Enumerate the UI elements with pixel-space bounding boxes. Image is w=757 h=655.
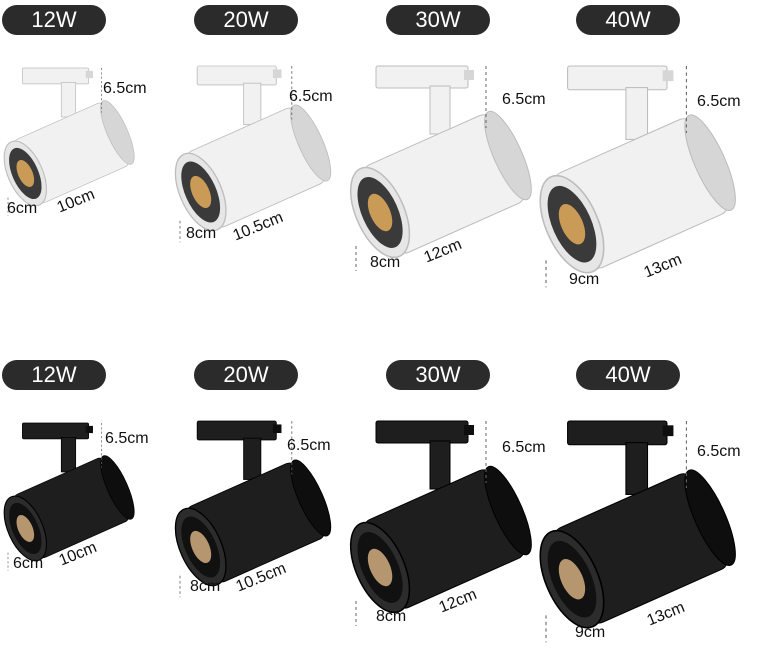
mounting-stem bbox=[243, 437, 262, 480]
wattage-badge: 40W bbox=[576, 360, 680, 390]
lamp-drawing bbox=[3, 422, 135, 571]
diameter-dimension: 8cm bbox=[370, 254, 401, 271]
track-adapter bbox=[375, 65, 469, 89]
height-dimension: 6.5cm bbox=[287, 437, 331, 454]
adapter-clip bbox=[662, 70, 674, 82]
height-dimension: 6.5cm bbox=[105, 430, 149, 447]
product-black-30w: 30W 6.5cm 8cm 12cm bbox=[349, 355, 570, 655]
adapter-clip bbox=[464, 425, 474, 435]
height-dimension: 6.5cm bbox=[697, 443, 741, 460]
track-adapter bbox=[567, 65, 668, 91]
track-light-black-20w bbox=[174, 420, 332, 598]
product-white-12w: 12W 6.5cm 6cm 10cm bbox=[0, 0, 190, 300]
lamp-drawing bbox=[3, 67, 135, 216]
wattage-badge: 20W bbox=[194, 5, 298, 35]
mounting-stem bbox=[625, 87, 649, 140]
cylinder-back bbox=[100, 455, 135, 520]
track-adapter bbox=[196, 420, 277, 441]
diameter-dimension: 8cm bbox=[376, 608, 407, 625]
track-adapter bbox=[375, 420, 469, 444]
track-light-white-12w bbox=[3, 67, 135, 216]
track-light-white-20w bbox=[174, 65, 332, 243]
diameter-dimension: 9cm bbox=[569, 271, 600, 288]
track-light-white-40w bbox=[539, 65, 736, 288]
diameter-dimension: 9cm bbox=[575, 624, 606, 641]
height-dimension: 6.5cm bbox=[103, 80, 147, 97]
cylinder-back bbox=[484, 110, 532, 201]
mounting-stem bbox=[429, 85, 451, 135]
lamp-cylinder bbox=[349, 110, 532, 259]
cylinder-back bbox=[684, 114, 736, 211]
lamp-drawing bbox=[174, 65, 332, 243]
lamp-drawing bbox=[174, 420, 332, 598]
wattage-badge: 12W bbox=[2, 5, 106, 35]
wattage-badge: 30W bbox=[386, 5, 490, 35]
track-light-black-40w bbox=[539, 420, 736, 643]
track-adapter bbox=[22, 67, 89, 85]
lamp-drawing bbox=[349, 420, 532, 626]
lamp-cylinder bbox=[174, 459, 332, 587]
led-lens bbox=[367, 193, 393, 232]
led-lens bbox=[558, 558, 586, 600]
height-dimension: 6.5cm bbox=[289, 88, 333, 105]
height-dimension: 6.5cm bbox=[502, 91, 546, 108]
lamp-cylinder bbox=[3, 455, 135, 562]
lamp-cylinder bbox=[539, 114, 736, 274]
track-adapter bbox=[567, 420, 668, 446]
diameter-dimension: 6cm bbox=[7, 200, 38, 217]
led-lens bbox=[190, 530, 212, 564]
lamp-cylinder bbox=[539, 469, 736, 629]
track-light-black-12w bbox=[3, 422, 135, 571]
cylinder-back bbox=[100, 100, 135, 165]
led-lens bbox=[367, 548, 393, 587]
mounting-stem bbox=[429, 440, 451, 490]
wattage-badge: 12W bbox=[2, 360, 106, 390]
product-black-40w: 40W 6.5cm 9cm 13cm bbox=[539, 355, 757, 655]
adapter-clip bbox=[85, 70, 93, 79]
mounting-stem bbox=[625, 442, 649, 495]
wattage-badge: 30W bbox=[386, 360, 490, 390]
track-light-black-30w bbox=[349, 420, 532, 626]
cylinder-back bbox=[290, 104, 332, 182]
product-black-12w: 12W 6.5cm 6cm 10cm bbox=[0, 355, 190, 655]
track-adapter bbox=[196, 65, 277, 86]
led-lens bbox=[16, 159, 35, 187]
product-white-40w: 40W 6.5cm 9cm 13cm bbox=[539, 0, 757, 300]
led-lens bbox=[16, 514, 35, 542]
lamp-cylinder bbox=[174, 104, 332, 232]
product-white-20w: 20W 6.5cm 8cm 10.5cm bbox=[174, 0, 380, 300]
diameter-dimension: 8cm bbox=[190, 578, 221, 595]
led-lens bbox=[190, 175, 212, 209]
adapter-clip bbox=[662, 425, 674, 437]
cylinder-back bbox=[684, 469, 736, 566]
led-lens bbox=[558, 203, 586, 245]
adapter-clip bbox=[272, 69, 282, 79]
diameter-dimension: 6cm bbox=[13, 555, 44, 572]
track-light-white-30w bbox=[349, 65, 532, 271]
mounting-stem bbox=[60, 437, 77, 473]
lamp-cylinder bbox=[349, 465, 532, 614]
cylinder-back bbox=[484, 465, 532, 556]
height-dimension: 6.5cm bbox=[697, 93, 741, 110]
track-adapter bbox=[22, 422, 89, 440]
wattage-badge: 40W bbox=[576, 5, 680, 35]
adapter-clip bbox=[464, 70, 474, 80]
adapter-clip bbox=[85, 425, 93, 434]
lamp-drawing bbox=[539, 420, 736, 643]
diameter-dimension: 8cm bbox=[186, 225, 217, 242]
cylinder-back bbox=[290, 459, 332, 537]
mounting-stem bbox=[60, 82, 77, 118]
lamp-cylinder bbox=[3, 100, 135, 207]
lamp-drawing bbox=[349, 65, 532, 271]
mounting-stem bbox=[243, 82, 262, 125]
adapter-clip bbox=[272, 424, 282, 434]
product-black-20w: 20W 6.5cm 8cm 10.5cm bbox=[174, 355, 380, 655]
product-white-30w: 30W 6.5cm 8cm 12cm bbox=[349, 0, 570, 300]
wattage-badge: 20W bbox=[194, 360, 298, 390]
height-dimension: 6.5cm bbox=[502, 439, 546, 456]
lamp-drawing bbox=[539, 65, 736, 288]
